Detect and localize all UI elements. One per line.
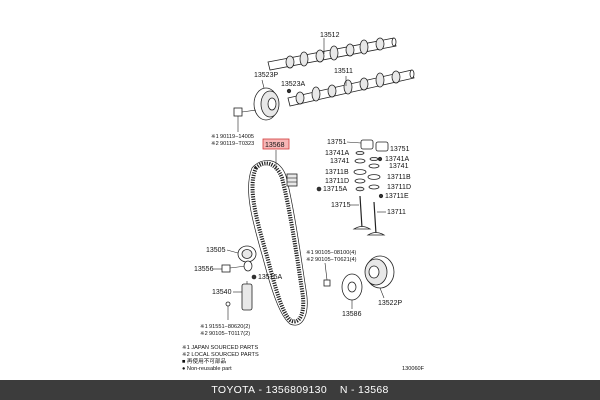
non-reusable-icon bbox=[251, 274, 257, 280]
footer-bar: TOYOTA - 1356809130 N - 13568 bbox=[0, 380, 600, 400]
spring-left bbox=[354, 178, 366, 184]
idler-pulley-13505[interactable] bbox=[237, 245, 257, 263]
label-13711D-left: 13711D bbox=[325, 178, 349, 185]
label-13741-right: 13741 bbox=[389, 163, 409, 170]
camshaft-lower[interactable] bbox=[287, 69, 415, 107]
label-13715: 13715 bbox=[331, 202, 351, 209]
label-13586: 13586 bbox=[342, 311, 362, 318]
label-91551-80620: 91551−80620(2) bbox=[209, 324, 250, 330]
label-90105-08100: 90105−08100(4) bbox=[315, 250, 356, 256]
label-13711: 13711 bbox=[387, 209, 406, 216]
footer-ref: 13568 bbox=[357, 384, 389, 396]
bolt-head-icon bbox=[225, 301, 231, 307]
retainer-lock-right bbox=[369, 156, 379, 161]
label-13522P: 13522P bbox=[378, 300, 402, 307]
valve-lifter-right[interactable] bbox=[375, 141, 389, 152]
label-13505: 13505 bbox=[206, 247, 226, 254]
label-mark2-c: ※2 bbox=[200, 330, 208, 337]
pulley-bolt[interactable] bbox=[233, 107, 257, 117]
legend-nonreusable-jp: ■ 再使用不可部品 bbox=[182, 357, 226, 365]
tensioner-13540[interactable] bbox=[241, 281, 253, 311]
non-reusable-icon bbox=[316, 186, 322, 192]
label-mark1-c: ※1 bbox=[200, 323, 208, 330]
legend-japan: ※1 JAPAN SOURCED PARTS bbox=[182, 344, 258, 351]
legend-nonreusable-en: ● Non-reusable part bbox=[182, 366, 232, 372]
retainer-left bbox=[354, 158, 366, 164]
label-13523A: 13523A bbox=[281, 81, 305, 88]
label-mark1-b: ※1 bbox=[306, 249, 314, 256]
label-90105-T0117: 90105−T0117(2) bbox=[209, 331, 250, 337]
label-13751-right: 13751 bbox=[390, 146, 410, 153]
label-mark1-a: ※1 bbox=[211, 133, 219, 140]
valve-13715[interactable] bbox=[352, 195, 372, 230]
label-13515A: 13515A bbox=[258, 274, 282, 281]
label-mark2-b: ※2 bbox=[306, 256, 314, 263]
label-13568: 13568 bbox=[265, 142, 285, 149]
label-13512: 13512 bbox=[320, 32, 340, 39]
valve-lifter-left[interactable] bbox=[360, 139, 374, 150]
belt-insert[interactable] bbox=[286, 173, 298, 187]
label-13751-left: 13751 bbox=[327, 139, 347, 146]
spring-right bbox=[368, 184, 380, 190]
figure-code: 130060F bbox=[402, 366, 425, 372]
label-90119-T0323: 90119−T0323 bbox=[220, 141, 254, 147]
valve-13711[interactable] bbox=[366, 201, 386, 236]
label-13540: 13540 bbox=[212, 289, 232, 296]
camshaft-upper[interactable] bbox=[267, 37, 397, 71]
non-reusable-icon bbox=[378, 193, 384, 199]
label-13523P: 13523P bbox=[254, 72, 278, 79]
label-13741-left: 13741 bbox=[330, 158, 350, 165]
legend-local: ※2 LOCAL SOURCED PARTS bbox=[182, 351, 259, 358]
label-13711D-right: 13711D bbox=[387, 184, 411, 191]
label-13711E: 13711E bbox=[385, 193, 409, 200]
footer-separator: N - bbox=[326, 384, 358, 396]
seal-left bbox=[355, 186, 365, 192]
retainer-right bbox=[368, 163, 380, 169]
label-13741A-right: 13741A bbox=[385, 156, 409, 163]
label-13711B-left: 13711B bbox=[325, 169, 349, 176]
non-reusable-icon bbox=[377, 156, 383, 162]
highlight-13568[interactable] bbox=[262, 138, 290, 150]
retainer-lock-left bbox=[355, 150, 365, 155]
label-13715A: 13715A bbox=[323, 186, 347, 193]
crankshaft-pulley[interactable] bbox=[364, 255, 395, 289]
camshaft-pulley[interactable] bbox=[253, 87, 280, 121]
label-13511: 13511 bbox=[334, 68, 353, 75]
timing-belt-diagram: 13512 13511 13523P 13523A ※1 90119−14005… bbox=[182, 32, 425, 372]
label-90119-14005: 90119−14005 bbox=[220, 134, 254, 140]
label-13741A-left: 13741A bbox=[325, 150, 349, 157]
footer-separator: - bbox=[255, 384, 266, 396]
pin-icon bbox=[286, 88, 292, 94]
nut-icon bbox=[323, 279, 331, 287]
timing-belt[interactable] bbox=[248, 160, 308, 326]
footer-brand: TOYOTA bbox=[211, 384, 256, 396]
label-mark2-a: ※2 bbox=[211, 140, 219, 147]
bolt-13556[interactable] bbox=[221, 260, 253, 273]
label-13711B-right: 13711B bbox=[387, 174, 411, 181]
spring-seat-right bbox=[367, 174, 381, 180]
spring-seat-left bbox=[353, 169, 367, 175]
footer-part-number[interactable]: 1356809130 bbox=[265, 384, 327, 396]
label-90105-T0621: 90105−T0621(4) bbox=[315, 257, 357, 263]
label-13556: 13556 bbox=[194, 266, 214, 273]
plate-13586[interactable] bbox=[341, 273, 363, 301]
